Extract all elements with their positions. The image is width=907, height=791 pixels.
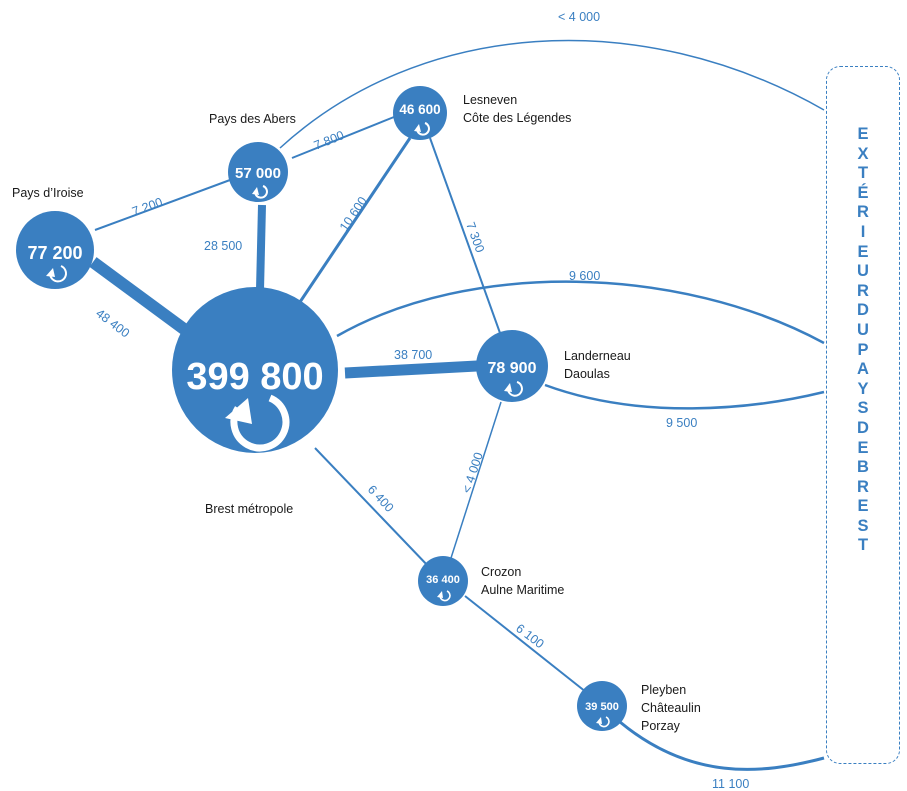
flow-iroise-abers bbox=[94, 179, 231, 231]
node-abers: 57 000 bbox=[228, 142, 288, 202]
flow-label-brest-exterieur: 9 600 bbox=[569, 269, 600, 283]
circular-arrow-icon bbox=[414, 122, 430, 136]
circular-arrow-icon bbox=[46, 265, 67, 283]
node-value: 399 800 bbox=[186, 356, 323, 398]
label-iroise: Pays d’Iroise bbox=[12, 186, 84, 200]
node-value: 36 400 bbox=[426, 574, 460, 586]
flow-label-landerneau-crozon: < 4 000 bbox=[460, 451, 486, 495]
node-iroise: 77 200 bbox=[16, 211, 94, 289]
node-value: 77 200 bbox=[27, 243, 82, 263]
node-circle bbox=[172, 287, 338, 453]
label-crozon-1: Crozon bbox=[481, 565, 521, 579]
node-value: 78 900 bbox=[488, 360, 537, 377]
label-abers: Pays des Abers bbox=[209, 112, 296, 126]
node-circle bbox=[393, 86, 447, 140]
label-landerneau-1: Landerneau bbox=[564, 349, 631, 363]
flow-label-lesneven-landerneau: 7 300 bbox=[463, 220, 487, 254]
node-crozon: 36 400 bbox=[418, 556, 468, 606]
flow-lesneven-landerneau bbox=[429, 137, 501, 334]
flow-pleyben-exterieur bbox=[619, 720, 825, 771]
flow-iroise-brest bbox=[89, 257, 192, 337]
flow-label-brest-crozon: 6 400 bbox=[365, 482, 397, 514]
node-circle bbox=[228, 142, 288, 202]
flow-landerneau-exterieur bbox=[544, 383, 825, 410]
flow-abers-brest bbox=[256, 204, 266, 291]
flow-label-pleyben-exterieur: 11 100 bbox=[712, 777, 749, 791]
flow-label-lesneven-brest: 10 600 bbox=[337, 194, 370, 234]
node-lesneven: 46 600 bbox=[393, 86, 447, 140]
flow-abers-lesneven bbox=[291, 116, 395, 159]
flow-lesneven-brest bbox=[298, 137, 412, 303]
node-pleyben: 39 500 bbox=[577, 681, 627, 731]
node-value: 39 500 bbox=[585, 701, 619, 713]
label-pleyben-2: Châteaulin bbox=[641, 701, 701, 715]
flow-label-iroise-brest: 48 400 bbox=[93, 306, 132, 340]
node-value: 57 000 bbox=[235, 165, 281, 182]
flow-label-abers-brest: 28 500 bbox=[204, 239, 242, 253]
flow-label-abers-exterieur: < 4 000 bbox=[558, 10, 600, 24]
label-landerneau-2: Daoulas bbox=[564, 367, 610, 381]
circular-arrow-icon bbox=[596, 716, 610, 728]
node-value: 46 600 bbox=[399, 102, 440, 117]
exterior-flows bbox=[279, 39, 825, 771]
flow-label-brest-landerneau: 38 700 bbox=[394, 348, 432, 362]
exterior-label: EXTÉRIEUR DU PAYS DE BREST bbox=[857, 125, 869, 555]
flow-crozon-pleyben bbox=[464, 595, 587, 693]
circular-arrow-icon bbox=[225, 394, 290, 452]
node-circle bbox=[476, 330, 548, 402]
node-labels: Brest métropole Pays d’Iroise Pays des A… bbox=[12, 93, 701, 733]
label-lesneven-1: Lesneven bbox=[463, 93, 517, 107]
label-crozon-2: Aulne Maritime bbox=[481, 583, 564, 597]
label-lesneven-2: Côte des Légendes bbox=[463, 111, 571, 125]
flow-links bbox=[89, 116, 587, 693]
flow-label-abers-lesneven: 7 800 bbox=[312, 128, 346, 153]
node-brest: 399 800 bbox=[172, 287, 338, 453]
flow-brest-crozon bbox=[314, 447, 431, 569]
flow-abers-exterieur bbox=[279, 39, 825, 149]
node-landerneau: 78 900 bbox=[476, 330, 548, 402]
node-circle bbox=[577, 681, 627, 731]
flow-brest-exterieur bbox=[336, 280, 825, 345]
flow-label-landerneau-exterieur: 9 500 bbox=[666, 416, 697, 430]
circular-arrow-icon bbox=[437, 590, 451, 602]
label-pleyben-3: Porzay bbox=[641, 719, 681, 733]
label-brest: Brest métropole bbox=[205, 502, 293, 516]
flow-brest-landerneau bbox=[344, 360, 478, 379]
circular-arrow-icon bbox=[252, 185, 268, 199]
node-circle bbox=[16, 211, 94, 289]
node-circle bbox=[418, 556, 468, 606]
flow-landerneau-crozon bbox=[450, 401, 502, 559]
flow-label-iroise-abers: 7 200 bbox=[130, 195, 164, 219]
label-pleyben-1: Pleyben bbox=[641, 683, 686, 697]
circular-arrow-icon bbox=[504, 381, 523, 397]
exterior-box: EXTÉRIEUR DU PAYS DE BREST bbox=[826, 66, 900, 764]
